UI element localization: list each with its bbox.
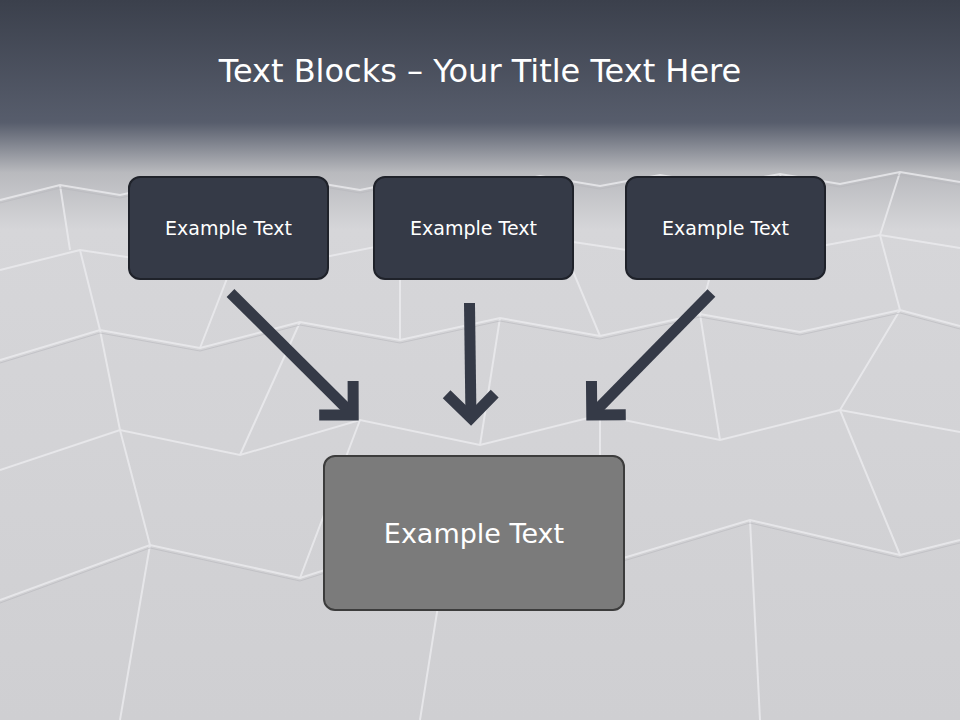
- arrow-shaft: [469, 303, 471, 418]
- slide-title: Text Blocks – Your Title Text Here: [0, 52, 960, 90]
- block-text: Example Text: [410, 217, 537, 239]
- arrow-connector: [231, 293, 354, 415]
- text-block: Example Text: [128, 176, 329, 280]
- block-text: Example Text: [384, 518, 564, 549]
- text-block: Example Text: [373, 176, 574, 280]
- arrow-connector: [591, 293, 711, 415]
- arrow-head: [591, 381, 625, 415]
- arrow-head: [447, 394, 495, 418]
- arrow-head: [319, 381, 353, 415]
- text-block: Example Text: [323, 455, 625, 611]
- text-block: Example Text: [625, 176, 826, 280]
- arrow-shaft: [231, 293, 354, 415]
- arrow-connector: [447, 303, 495, 418]
- arrow-shaft: [592, 293, 712, 415]
- block-text: Example Text: [662, 217, 789, 239]
- block-text: Example Text: [165, 217, 292, 239]
